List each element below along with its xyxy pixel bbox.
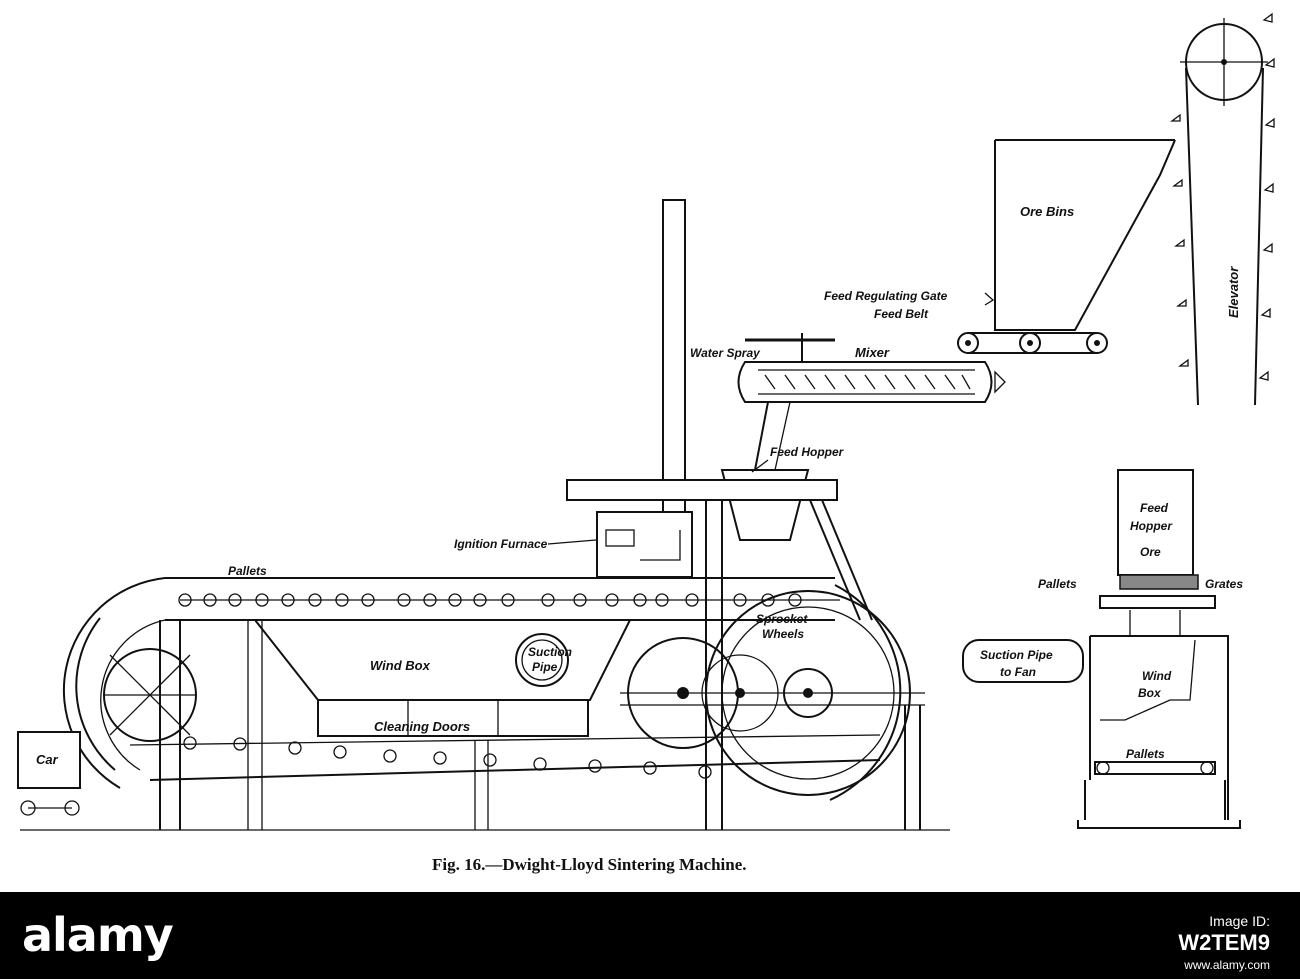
frame-legs [20, 620, 950, 831]
pallets-label: Pallets [228, 564, 267, 578]
section-pallets-bottom-label: Pallets [1126, 747, 1165, 761]
section-ore-label: Ore [1140, 545, 1161, 559]
section-pallets-label: Pallets [1038, 577, 1077, 591]
ignition-furnace-label: Ignition Furnace [454, 537, 548, 551]
feed-hopper: Feed Hopper [720, 401, 845, 541]
car: Car [17, 731, 81, 816]
ore-bins-label: Ore Bins [1020, 204, 1074, 219]
section-grates-label: Grates [1205, 577, 1243, 591]
mixer: Water Spray Mixer [690, 333, 1006, 403]
image-id-block: Image ID: W2TEM9 [1178, 912, 1270, 955]
section-suction-pipe-label-1: Suction Pipe [980, 648, 1053, 662]
feed-belt: Feed Regulating Gate Feed Belt [824, 289, 1108, 354]
website-text: www.alamy.com [1184, 958, 1270, 972]
section-wind-label-1: Wind [1142, 669, 1172, 683]
sprocket-wheels: Sprocket Wheels [620, 584, 925, 801]
stack-and-platform [566, 199, 873, 830]
image-id-value: W2TEM9 [1178, 930, 1270, 955]
car-label: Car [36, 752, 59, 767]
mixer-label: Mixer [855, 345, 890, 360]
section-feed-label-1: Feed [1140, 501, 1169, 515]
image-id-label: Image ID: [1209, 913, 1270, 929]
feed-regulating-gate-label: Feed Regulating Gate [824, 289, 948, 303]
sintering-machine-drawing: Elevator Ore Bins Feed Regulating Gate F… [17, 12, 1275, 874]
elevator-label: Elevator [1226, 266, 1241, 318]
lower-pallet-rollers [183, 736, 712, 779]
wind-box-label: Wind Box [370, 658, 431, 673]
suction-pipe-label-1: Suction [528, 645, 572, 659]
wind-box: Wind Box Suction Pipe Cleaning Doors [254, 619, 631, 737]
feed-belt-label: Feed Belt [874, 307, 929, 321]
suction-pipe-label-2: Pipe [532, 660, 558, 674]
ignition-furnace: Ignition Furnace [454, 511, 693, 578]
cleaning-doors-label: Cleaning Doors [374, 719, 470, 734]
figure-caption: Fig. 16.—Dwight-Lloyd Sintering Machine. [432, 855, 747, 874]
elevator: Elevator [1170, 12, 1275, 406]
section-box-label-2: Box [1138, 686, 1162, 700]
section-feed-label-2: Hopper [1130, 519, 1173, 533]
sprocket-wheels-label-1: Sprocket [756, 612, 808, 626]
water-spray-label: Water Spray [690, 346, 761, 360]
section-suction-pipe-label-2: to Fan [1000, 665, 1036, 679]
feed-hopper-label: Feed Hopper [770, 445, 845, 459]
watermark-footer [0, 892, 1300, 979]
ore-bins: Ore Bins [994, 139, 1176, 331]
cross-section: Feed Hopper Ore Pallets Grates Suction P… [962, 469, 1243, 829]
main-conveyor: Pallets [62, 564, 881, 789]
sprocket-wheels-label-2: Wheels [762, 627, 804, 641]
upper-pallet-rollers [178, 593, 802, 607]
alamy-logo: alamy [22, 908, 174, 962]
